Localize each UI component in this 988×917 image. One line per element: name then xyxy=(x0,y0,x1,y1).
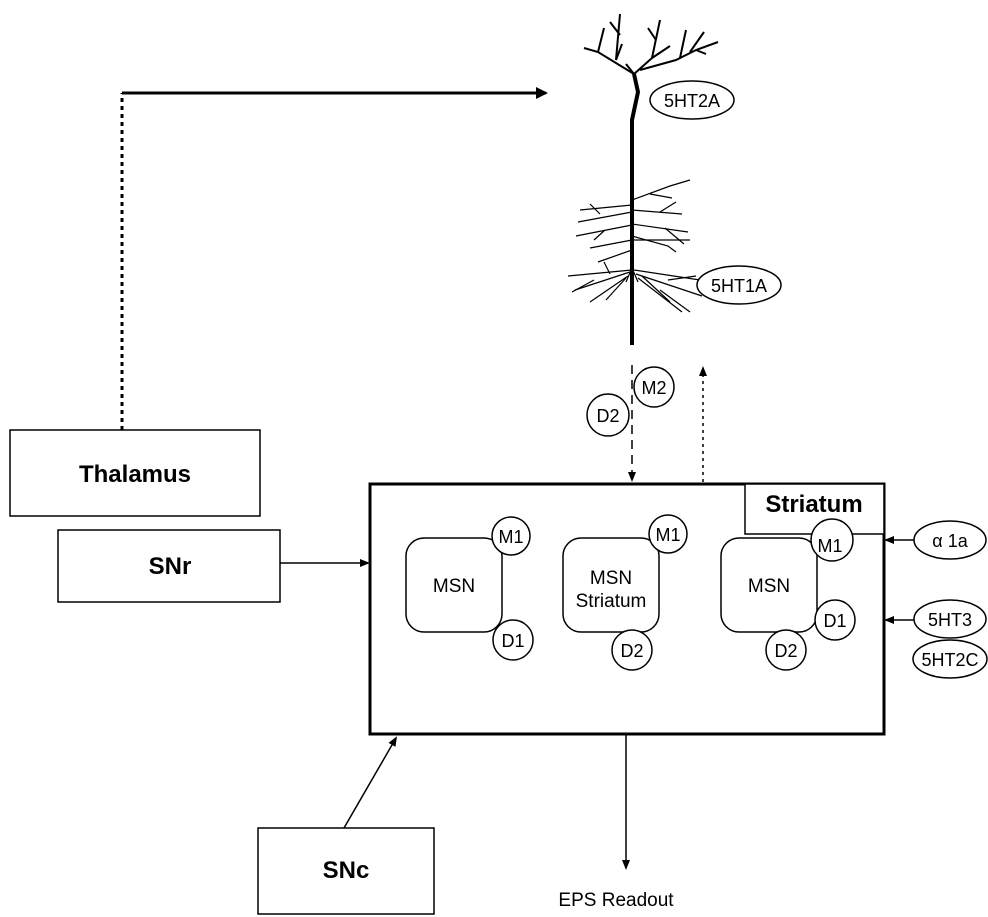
m1-left-receptor xyxy=(491,516,531,556)
thalamus-label: Thalamus xyxy=(79,461,191,488)
m1-right-receptor xyxy=(810,518,854,562)
basal-dendrites xyxy=(567,179,703,313)
apical-tuft xyxy=(583,13,719,75)
d2-right-receptor xyxy=(765,629,807,671)
msn-middle-cell xyxy=(562,537,660,633)
m1-middle-receptor xyxy=(648,514,688,554)
d2-pathway-receptor xyxy=(586,393,630,437)
alpha1a-receptor xyxy=(913,520,987,560)
snc-to-striatum-arrow xyxy=(343,736,398,829)
msn-left-label: MSN xyxy=(433,576,475,597)
snc-label: SNc xyxy=(323,857,370,884)
msn-right-cell xyxy=(720,537,818,633)
m1-middle-label: M1 xyxy=(655,525,680,545)
msn-left-cell xyxy=(405,537,503,633)
5ht1a-receptor xyxy=(696,265,782,305)
5ht2c-receptor xyxy=(912,639,988,679)
striatum-label: Striatum xyxy=(765,491,862,518)
pyramidal-neuron xyxy=(567,13,719,345)
eps-readout-label: EPS Readout xyxy=(558,890,674,911)
5ht2a-receptor xyxy=(649,80,735,120)
d1-left-receptor xyxy=(492,619,534,661)
msn-middle-label-line1: MSN xyxy=(590,568,632,589)
m2-receptor xyxy=(633,366,675,408)
msn-middle-label-line2: Striatum xyxy=(576,591,647,612)
d2-right-label: D2 xyxy=(774,641,797,661)
5ht3-label: 5HT3 xyxy=(928,610,972,630)
5ht1a-label: 5HT1A xyxy=(711,276,767,296)
5ht3-receptor xyxy=(913,599,987,639)
alpha1a-label: α 1a xyxy=(932,531,968,551)
d1-left-label: D1 xyxy=(501,631,524,651)
snr-box xyxy=(57,529,281,603)
5ht2c-label: 5HT2C xyxy=(921,650,978,670)
m2-label: M2 xyxy=(641,378,666,398)
d1-right-receptor xyxy=(814,599,856,641)
snc-box xyxy=(257,827,435,915)
d2-middle-receptor xyxy=(611,629,653,671)
d2-pathway-label: D2 xyxy=(596,406,619,426)
striatum-label-box xyxy=(744,483,885,535)
d1-right-label: D1 xyxy=(823,611,846,631)
apical-dendrite xyxy=(630,73,641,345)
thalamus-box xyxy=(9,429,261,517)
msn-right-label: MSN xyxy=(748,576,790,597)
m1-left-label: M1 xyxy=(498,527,523,547)
m1-right-label: M1 xyxy=(817,536,842,556)
d2-middle-label: D2 xyxy=(620,641,643,661)
5ht2a-label: 5HT2A xyxy=(664,91,720,111)
snr-label: SNr xyxy=(149,553,192,580)
striatum-box xyxy=(368,482,886,736)
